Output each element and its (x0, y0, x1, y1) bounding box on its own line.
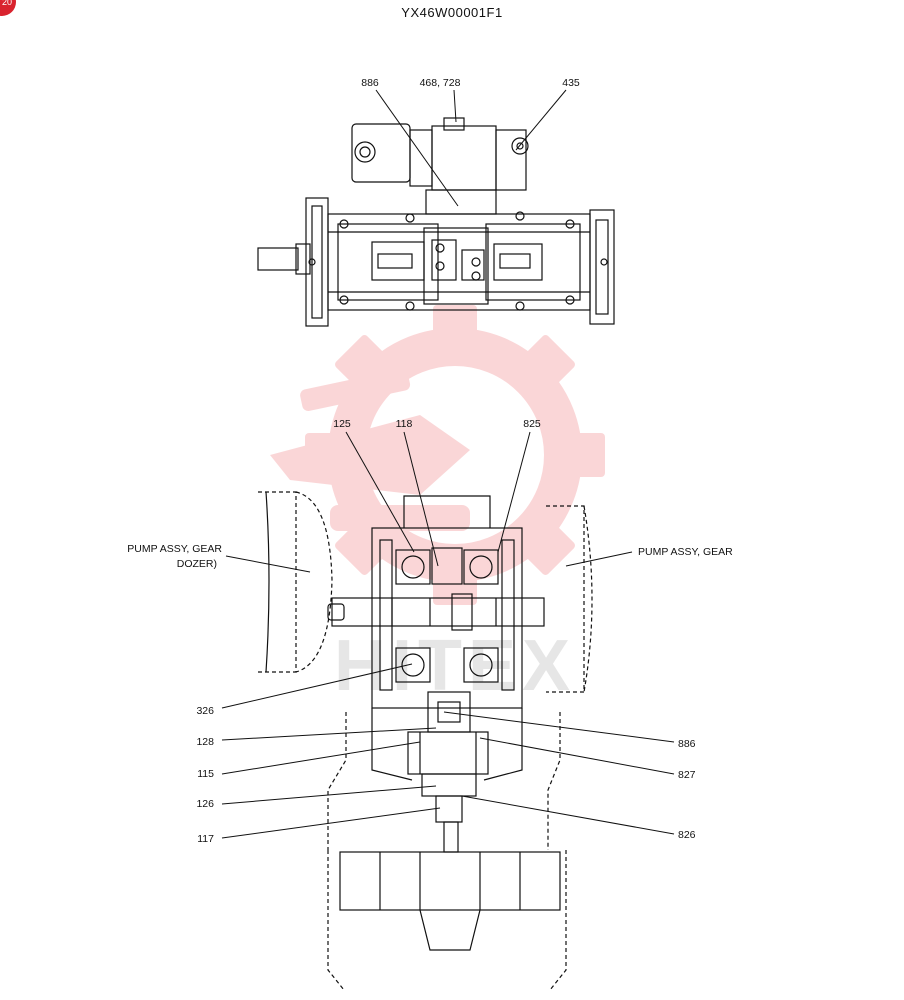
callout-326: 326 (196, 705, 214, 717)
callout-125: 125 (333, 418, 351, 430)
top-pump-assembly (257, 117, 615, 327)
watermark-logo (270, 305, 605, 605)
callout-468-728: 468, 728 (420, 77, 461, 89)
callout-118: 118 (396, 418, 413, 430)
pump-assy-gear-left-line2: DOZER) (177, 558, 217, 570)
bottom-pump-section (258, 491, 593, 991)
callout-435: 435 (562, 77, 580, 89)
callout-827: 827 (678, 769, 696, 781)
callout-825: 825 (523, 418, 541, 430)
pump-assy-gear-left-line1: PUMP ASSY, GEAR (127, 543, 222, 555)
callout-886-top: 886 (361, 77, 379, 89)
callout-826: 826 (678, 829, 696, 841)
callout-886-bottom: 886 (678, 738, 696, 750)
pump-assy-gear-right: PUMP ASSY, GEAR (638, 546, 733, 558)
document-code: YX46W00001F1 (401, 5, 503, 20)
callout-115: 115 (197, 768, 214, 780)
callout-126: 126 (196, 798, 214, 810)
callout-117: 117 (197, 833, 214, 845)
callout-128: 128 (196, 736, 214, 748)
watermark-text: HITEX (334, 626, 576, 706)
leader-lines (221, 89, 675, 839)
